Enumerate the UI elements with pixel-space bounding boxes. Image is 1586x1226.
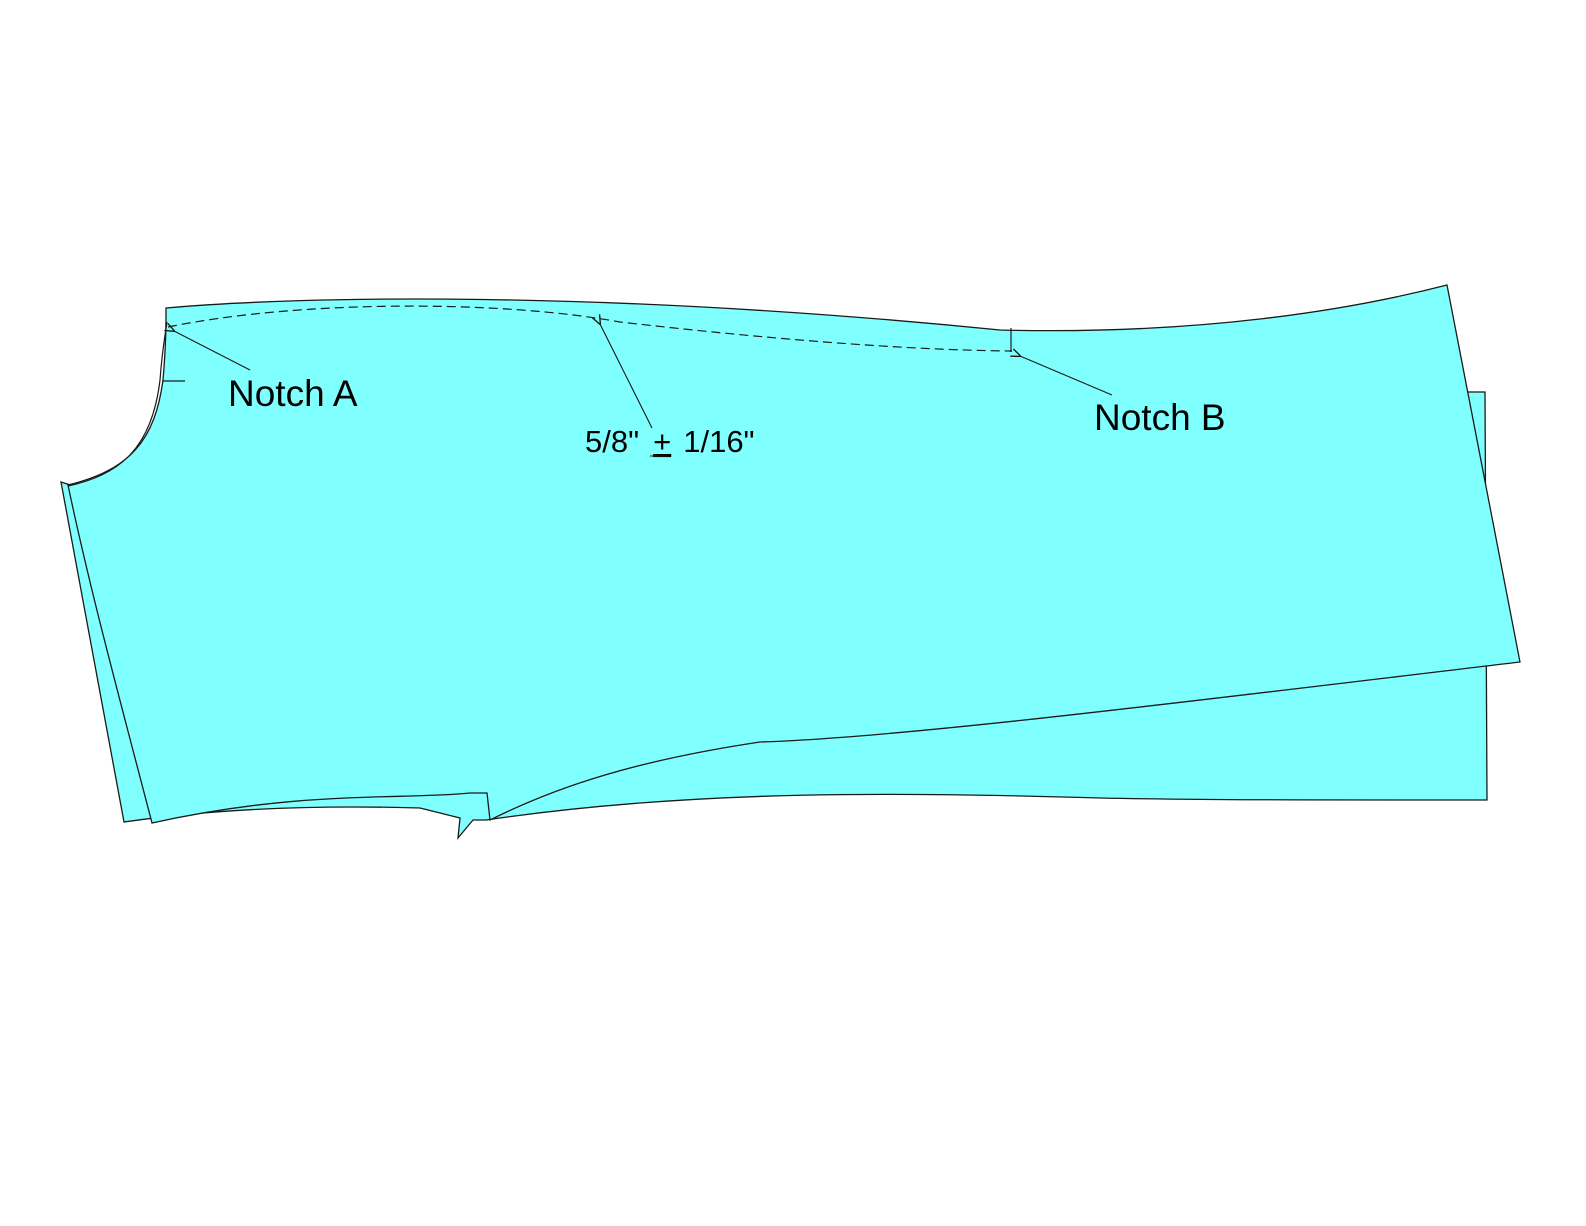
seam-allowance-arrow xyxy=(600,324,653,429)
notch-b-label: Notch B xyxy=(1094,397,1226,438)
notch-a-label: Notch A xyxy=(228,373,358,414)
crotch-seam-line xyxy=(67,321,168,487)
seam-allowance-label: 5/8" +1/16" xyxy=(585,424,755,459)
notch-a-arrow xyxy=(174,331,251,371)
front-pattern-piece xyxy=(67,284,1521,824)
seam-value: 5/8" xyxy=(585,424,639,459)
plus-minus-sign: + xyxy=(653,424,671,459)
seam-allowance-line xyxy=(167,305,1013,352)
tolerance-value: 1/16" xyxy=(683,424,754,459)
notch-b-arrow xyxy=(1020,356,1113,396)
